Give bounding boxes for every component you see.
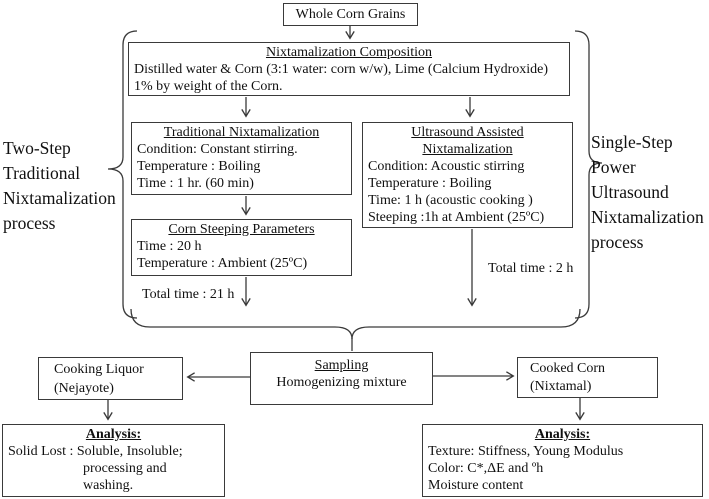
composition-line-1: Distilled water & Corn (3:1 water: corn … <box>134 62 549 77</box>
steeping-temperature: Temperature : Ambient (25ºC) <box>137 256 308 271</box>
merge-brace <box>130 308 581 340</box>
traditional-temperature: Temperature : Boiling <box>137 159 261 174</box>
traditional-time: Time : 1 hr. (60 min) <box>137 176 254 191</box>
ultrasound-temperature: Temperature : Boiling <box>368 176 492 191</box>
analysis-left-line-2: processing and <box>83 461 167 476</box>
steeping-time: Time : 20 h <box>137 239 202 254</box>
ultrasound-time: Time: 1 h (acoustic cooking ) <box>368 193 533 208</box>
cooked-corn-box: Cooked Corn (Nixtamal) <box>517 357 658 398</box>
left-curly-brace <box>107 30 138 319</box>
total-time-right-label: Total time : 2 h <box>488 261 574 276</box>
single-step-label-line-2: Power <box>591 157 636 177</box>
steeping-title: Corn Steeping Parameters <box>168 222 315 237</box>
analysis-corn-box: Analysis: Texture: Stiffness, Young Modu… <box>422 424 703 497</box>
cooking-liquor-line-1: Cooking Liquor <box>54 362 144 377</box>
single-step-label-line-1: Single-Step <box>591 132 673 152</box>
cooking-liquor-box: Cooking Liquor (Nejayote) <box>38 357 183 400</box>
analysis-left-line-1: Solid Lost : Soluble, Insoluble; <box>8 444 183 459</box>
sampling-subtitle: Homogenizing mixture <box>276 375 407 390</box>
sampling-box: Sampling Homogenizing mixture <box>250 352 433 405</box>
cooked-corn-line-1: Cooked Corn <box>530 361 606 376</box>
total-time-left-label: Total time : 21 h <box>142 287 235 302</box>
ultrasound-title-line-2: Nixtamalization <box>422 142 513 157</box>
analysis-right-color: Color: C*,ΔE and ºh <box>428 461 544 476</box>
cooking-liquor-line-2: (Nejayote) <box>54 381 114 396</box>
composition-title: Nixtamalization Composition <box>265 45 433 60</box>
single-step-label-line-5: process <box>591 232 644 252</box>
cooked-corn-line-2: (Nixtamal) <box>530 379 592 394</box>
traditional-title: Traditional Nixtamalization <box>163 125 320 140</box>
two-step-label-line-3: Nixtamalization <box>3 188 116 208</box>
two-step-label-line-4: process <box>3 213 56 233</box>
single-step-label-line-4: Nixtamalization <box>591 207 704 227</box>
ultrasound-nixtamalization-box: Ultrasound Assisted Nixtamalization Cond… <box>362 122 573 228</box>
analysis-right-title: Analysis: <box>534 427 591 442</box>
whole-corn-grains-label: Whole Corn Grains <box>295 7 406 22</box>
single-step-label-line-3: Ultrasound <box>591 182 669 202</box>
analysis-left-line-3: washing. <box>83 478 134 493</box>
corn-steeping-parameters-box: Corn Steeping Parameters Time : 20 h Tem… <box>131 219 352 276</box>
analysis-right-moisture: Moisture content <box>428 478 524 493</box>
ultrasound-steeping: Steeping :1h at Ambient (25ºC) <box>368 210 545 225</box>
analysis-right-texture: Texture: Stiffness, Young Modulus <box>428 444 624 459</box>
composition-line-2: 1% by weight of the Corn. <box>134 79 283 94</box>
right-curly-brace <box>574 30 603 319</box>
whole-corn-grains-box: Whole Corn Grains <box>283 3 418 26</box>
sampling-title: Sampling <box>314 358 369 373</box>
two-step-label-line-2: Traditional <box>3 163 81 183</box>
two-step-process-label: Two-Step Traditional Nixtamalization pro… <box>3 136 116 236</box>
ultrasound-condition: Condition: Acoustic stirring <box>368 159 525 174</box>
two-step-label-line-1: Two-Step <box>3 138 71 158</box>
traditional-condition: Condition: Constant stirring. <box>137 142 298 157</box>
ultrasound-title-line-1: Ultrasound Assisted <box>411 125 524 140</box>
traditional-nixtamalization-box: Traditional Nixtamalization Condition: C… <box>131 122 352 195</box>
analysis-liquor-box: Analysis: Solid Lost : Soluble, Insolubl… <box>2 424 225 497</box>
analysis-left-title: Analysis: <box>85 427 142 442</box>
nixtamalization-composition-box: Nixtamalization Composition Distilled wa… <box>128 42 570 96</box>
single-step-process-label: Single-Step Power Ultrasound Nixtamaliza… <box>591 130 704 255</box>
